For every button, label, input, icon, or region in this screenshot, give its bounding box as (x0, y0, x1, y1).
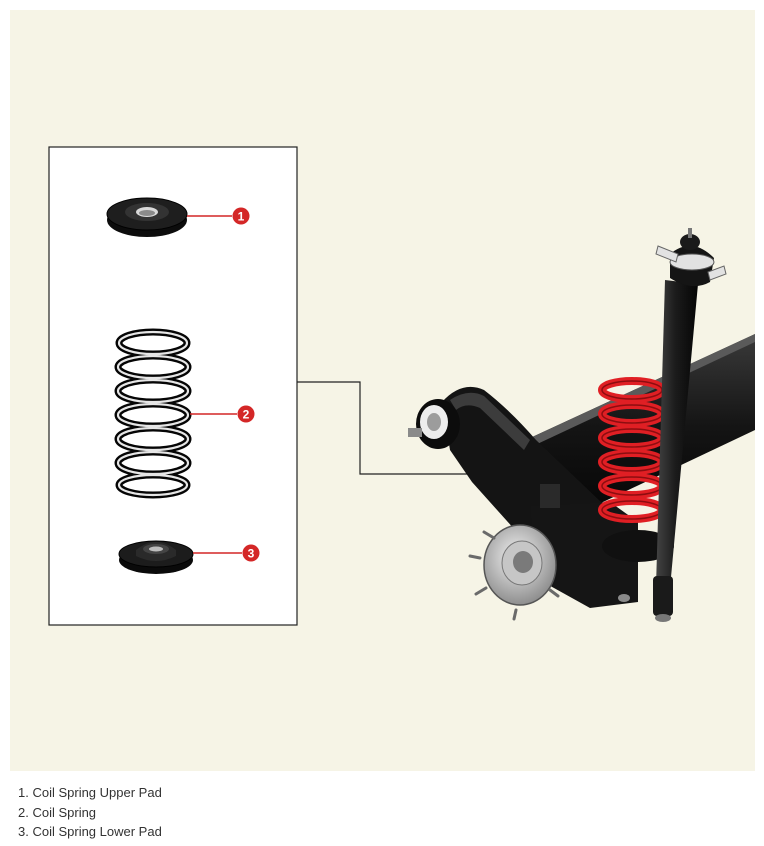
legend-item: 2. Coil Spring (18, 804, 97, 820)
spindle-bracket (530, 502, 638, 608)
legend-item: 3. Coil Spring Lower Pad (18, 824, 162, 839)
svg-text:3: 3 (248, 547, 255, 561)
coil-spring (114, 328, 192, 499)
leader-line (297, 381, 530, 475)
callout-3: 3 (242, 544, 260, 562)
spring-seat (602, 530, 674, 562)
diagram-canvas: 1 2 3 (10, 10, 755, 771)
shock-absorber (618, 228, 727, 622)
svg-text:2: 2 (243, 408, 250, 422)
front-bushing (408, 399, 460, 449)
diagram-svg: 1 2 3 (10, 10, 755, 771)
legend-item: 1. Coil Spring Upper Pad (18, 785, 162, 800)
svg-text:1: 1 (238, 210, 245, 224)
parts-legend: 1. Coil Spring Upper Pad 2. Coil Spring … (18, 783, 162, 842)
rear-suspension-assembly (408, 228, 755, 622)
callout-2: 2 (237, 405, 255, 423)
wheel-hub (468, 524, 560, 621)
callout-1: 1 (232, 207, 250, 225)
coil-spring-lower-pad (118, 540, 194, 574)
coil-spring-upper-pad (106, 197, 188, 237)
